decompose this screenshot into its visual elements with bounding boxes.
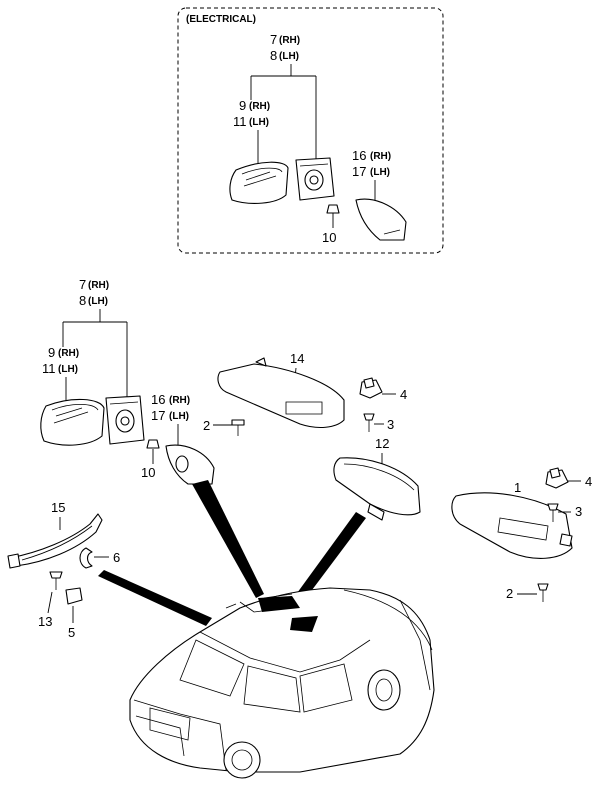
pointer-mirror-to-car: [192, 480, 264, 598]
outside-mirror-screw: [146, 439, 160, 449]
outside-mirror-glass: [40, 398, 105, 446]
outside-mirror-housing: [105, 395, 145, 445]
leader-7-8: [250, 64, 317, 160]
label-9-main-suffix: (RH): [58, 348, 79, 359]
label-7-main-number: 7: [79, 277, 86, 292]
label-6-number: 6: [113, 550, 120, 565]
handle-cap: [65, 587, 83, 605]
label-17-number: 17: [352, 164, 366, 179]
label-7-main-suffix: (RH): [88, 280, 109, 291]
assist-handle-group: 15 6 13 5: [7, 500, 120, 640]
assist-handle: [7, 513, 103, 569]
label-10-main-number: 10: [141, 465, 155, 480]
label-17-suffix: (LH): [370, 167, 390, 178]
electrical-header: (ELECTRICAL): [186, 14, 256, 25]
holder-mid-group: 4 3: [359, 377, 407, 432]
electrical-screw: [326, 204, 340, 214]
sunvisor-rh-group: 1 4 3 2: [451, 467, 592, 602]
leader-7-8-main: [62, 309, 128, 398]
screw-left: [231, 419, 245, 436]
sedan-outline: [129, 587, 435, 779]
label-17-main-number: 17: [151, 408, 165, 423]
label-11-main-suffix: (LH): [58, 364, 78, 375]
label-4-mid-number: 4: [400, 387, 407, 402]
label-3-mid-number: 3: [387, 417, 394, 432]
handle-screw: [49, 571, 63, 590]
label-8-number: 8: [270, 48, 277, 63]
label-11-main-number: 11: [42, 361, 56, 376]
label-12-number: 12: [375, 436, 389, 451]
label-16-main-number: 16: [151, 392, 165, 407]
sunvisor-rh: [451, 492, 573, 559]
label-5-number: 5: [68, 625, 75, 640]
screw-right-top: [547, 503, 559, 522]
label-17-main-suffix: (LH): [169, 411, 189, 422]
pointer-handle-to-car: [98, 570, 212, 626]
outside-mirror-group: 7 (RH) 8 (LH) 9 (RH) 11 (LH) 10 16 (RH) …: [40, 277, 215, 485]
pointer-inside-mirror-to-car: [292, 512, 366, 606]
label-9-number: 9: [239, 98, 246, 113]
label-16-number: 16: [352, 148, 366, 163]
label-9-suffix: (RH): [249, 101, 270, 112]
clip: [79, 547, 93, 569]
holder-mid: [359, 377, 383, 399]
electrical-inset-frame: [177, 7, 444, 254]
label-11-number: 11: [233, 114, 247, 129]
inside-mirror: [333, 457, 421, 521]
label-8-main-number: 8: [79, 293, 86, 308]
label-13-number: 13: [38, 614, 52, 629]
label-2-right-number: 2: [506, 586, 513, 601]
label-10-number: 10: [322, 230, 336, 245]
label-9-main-number: 9: [48, 345, 55, 360]
label-11-suffix: (LH): [249, 117, 269, 128]
label-14-number: 14: [290, 351, 304, 366]
electrical-mirror-cover: [355, 198, 407, 241]
electrical-mirror-glass: [229, 161, 289, 204]
label-7-suffix: (RH): [279, 35, 300, 46]
label-16-main-suffix: (RH): [169, 395, 190, 406]
label-8-suffix: (LH): [279, 51, 299, 62]
label-1-number: 1: [514, 480, 521, 495]
outside-mirror-cover: [165, 444, 215, 485]
label-16-suffix: (RH): [370, 151, 391, 162]
label-2-left-number: 2: [203, 418, 210, 433]
label-4-right-number: 4: [585, 474, 592, 489]
leader-13: [47, 591, 53, 614]
label-3-right-number: 3: [575, 504, 582, 519]
label-7-number: 7: [270, 32, 277, 47]
screw-mid: [363, 413, 375, 432]
electrical-mirror-housing: [295, 157, 335, 201]
label-15-number: 15: [51, 500, 65, 515]
holder-right: [545, 467, 569, 489]
label-8-main-suffix: (LH): [88, 296, 108, 307]
inside-mirror-group: 12: [333, 436, 421, 521]
screw-right-bottom: [537, 583, 549, 602]
electrical-inset: (ELECTRICAL) 7 (RH) 8 (LH) 9 (RH) 11 (LH…: [177, 7, 444, 254]
sunvisor-lh-group: 14 2: [203, 351, 345, 436]
sunvisor-lh: [217, 357, 345, 429]
